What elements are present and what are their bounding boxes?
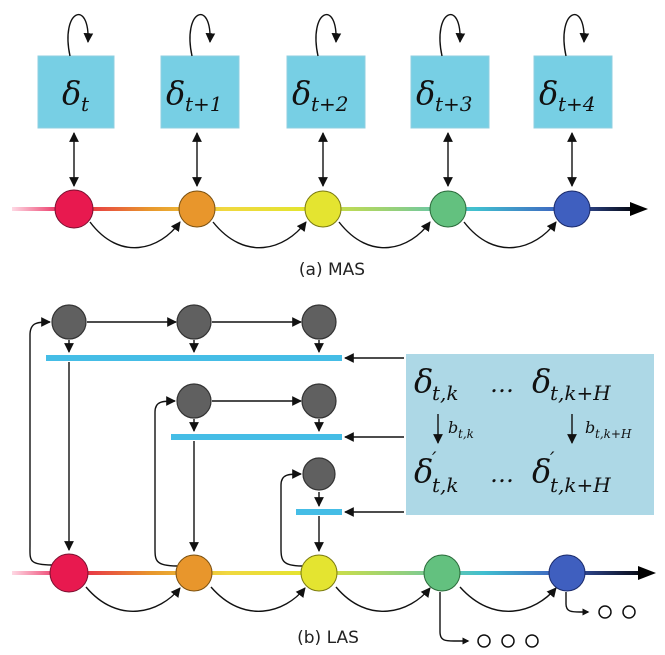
las-continue-green — [439, 592, 470, 645]
mas-self-loop-2 — [315, 13, 342, 57]
mas-box-3-sub: t+3 — [435, 92, 473, 116]
mas-node-green — [429, 190, 467, 228]
mas-box-2-sub: t+2 — [311, 92, 349, 116]
mas-box-3-base: δ — [416, 74, 435, 112]
mas-transition-0 — [89, 221, 181, 249]
las-row1-node-1 — [176, 304, 212, 340]
mas-self-loop-4 — [563, 13, 590, 57]
las-loop-red — [29, 317, 53, 566]
las-row1-node-2 — [301, 304, 337, 340]
las-node-orange — [175, 554, 213, 592]
mas-section: δ t δ t+1 δ t+2 δ t+3 δ t+4 — [12, 13, 648, 280]
mas-box-4: δ t+4 — [533, 55, 613, 129]
las-transition-1 — [210, 586, 306, 612]
mas-transition-1 — [212, 221, 307, 249]
las-node-green — [423, 554, 461, 592]
las-row1-node-0 — [51, 304, 87, 340]
mas-node-orange — [178, 190, 216, 228]
las-node-blue — [548, 554, 586, 592]
panel-row2-right-sub: t,k+H — [550, 473, 611, 497]
panel-row1-right-base: δ — [532, 362, 551, 400]
mas-box-0-base: δ — [62, 74, 81, 112]
mas-self-loop-1 — [189, 13, 216, 57]
panel-row2-right-base: δ — [532, 452, 551, 490]
mas-caption: (a) MAS — [299, 260, 365, 280]
mas-box-1-base: δ — [166, 74, 185, 112]
las-node-yellow — [300, 554, 338, 592]
mas-self-loop-0 — [67, 13, 94, 57]
las-transition-2 — [335, 586, 431, 612]
mas-node-red — [54, 189, 94, 229]
mas-self-loop-3 — [439, 13, 466, 57]
las-caption: (b) LAS — [297, 628, 359, 648]
las-ellipsis-blue-0 — [598, 605, 612, 619]
las-loop-orange — [154, 396, 178, 567]
panel-row1-left-base: δ — [414, 362, 433, 400]
mas-box-3: δ t+3 — [410, 55, 490, 129]
panel-row2-ellipsis: … — [490, 460, 514, 488]
panel-row1-right-sub: t,k+H — [550, 381, 611, 405]
mas-box-4-base: δ — [539, 74, 558, 112]
las-ellipsis-green-2 — [525, 634, 539, 648]
las-transition-3 — [459, 586, 557, 612]
las-ellipsis-green-0 — [477, 634, 491, 648]
panel-row2-right-prime: ′ — [550, 447, 555, 471]
las-row2-node-0 — [176, 383, 212, 419]
las-row2-node-1 — [301, 383, 337, 419]
mas-box-2-base: δ — [292, 74, 311, 112]
mas-box-2: δ t+2 — [286, 55, 366, 129]
las-continue-blue — [565, 592, 590, 616]
las-section: (b) LAS δ t,k … δ t,k+H b t,k b t,k+H δ … — [12, 304, 656, 648]
mas-node-blue — [553, 190, 591, 228]
mas-box-0-sub: t — [81, 92, 90, 116]
panel-arrow-left-label: b — [448, 418, 458, 437]
panel-row1-left-sub: t,k — [432, 381, 459, 405]
panel-row1-ellipsis: … — [490, 370, 514, 398]
panel-row2-left-sub: t,k — [432, 473, 459, 497]
las-panel-content: δ t,k … δ t,k+H b t,k b t,k+H δ ′ t,k … … — [414, 362, 632, 497]
panel-arrow-right-label: b — [585, 418, 595, 437]
mas-timeline-arrowhead — [630, 202, 648, 216]
mas-transition-3 — [463, 221, 557, 249]
las-action-panel — [406, 354, 654, 515]
mas-node-yellow — [304, 190, 342, 228]
las-ellipsis-blue-1 — [622, 605, 636, 619]
mas-transition-2 — [338, 221, 431, 249]
mas-box-1: δ t+1 — [160, 55, 240, 129]
panel-arrow-right-sub: t,k+H — [595, 427, 632, 441]
las-ellipsis-green-1 — [501, 634, 515, 648]
las-row3-node-0 — [302, 457, 336, 491]
panel-row2-left-base: δ — [414, 452, 433, 490]
panel-arrow-left-sub: t,k — [458, 427, 474, 441]
las-loop-yellow — [280, 469, 303, 567]
las-timeline-arrowhead — [638, 566, 656, 580]
las-transition-0 — [85, 586, 181, 612]
mas-box-1-sub: t+1 — [185, 92, 223, 116]
mas-box-0: δ t — [37, 55, 115, 129]
mas-box-4-sub: t+4 — [558, 92, 596, 116]
panel-row2-left-prime: ′ — [432, 447, 437, 471]
las-node-red — [49, 553, 89, 593]
